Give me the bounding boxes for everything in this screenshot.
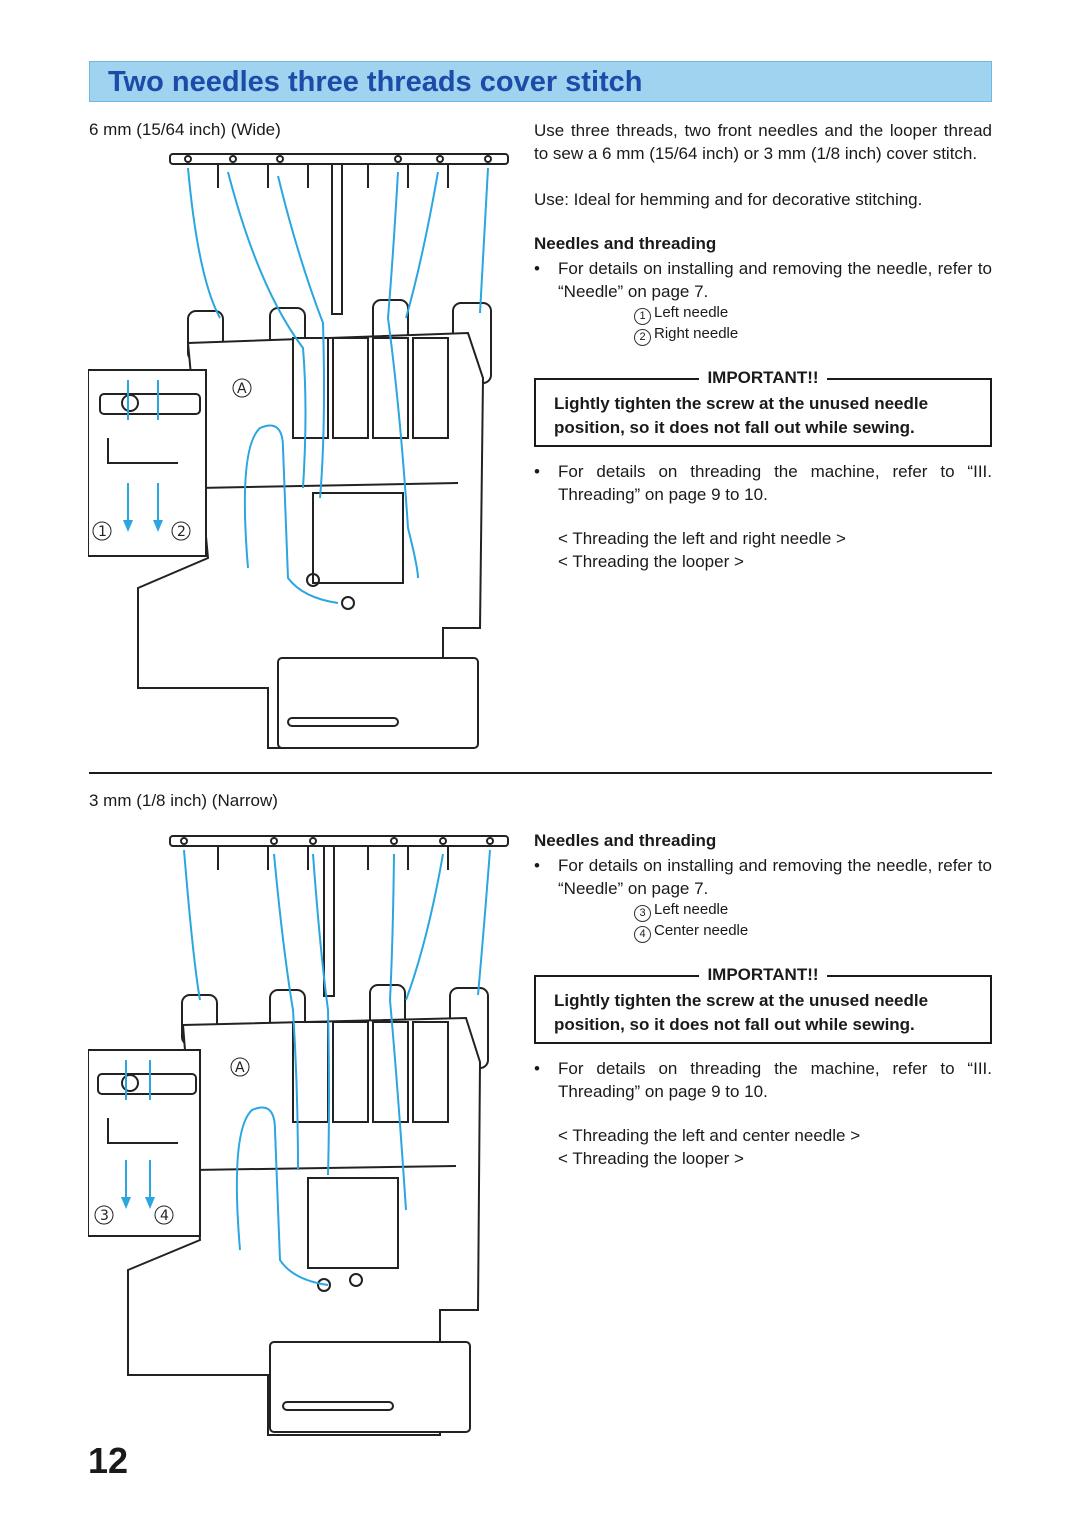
bullet-icon: • [534,856,540,875]
mark-needle-4: 4 [160,1208,169,1224]
use-text: Use: Ideal for hemming and for decorativ… [534,190,923,209]
threading-looper-wide: < Threading the looper > [558,552,744,571]
page-title: Two needles three threads cover stitch [108,66,643,98]
threading-needle-wide: < Threading the left and right needle > [558,529,846,548]
bullet-icon: • [534,1059,540,1078]
mark-a-wide: A [237,381,247,397]
page-number: 12 [88,1440,129,1481]
mark-needle-3: 3 [100,1208,109,1224]
important-text: Lightly tighten the screw at the unused … [554,394,929,437]
title-bar: Two needles three threads cover stitch [89,61,992,102]
wide-caption: 6 mm (15/64 inch) (Wide) [89,120,281,139]
threading-needle-narrow: < Threading the left and center needle > [558,1126,861,1145]
bullet-icon: • [534,259,540,278]
important-label: IMPORTANT!! [699,965,827,984]
important-label: IMPORTANT!! [699,368,827,387]
machine-illustration-wide: A 1 2 [88,153,509,749]
num-circle: 2 [634,329,651,346]
section-heading-narrow: Needles and threading [534,831,717,850]
threading-looper-narrow: < Threading the looper > [558,1149,744,1168]
num-circle: 3 [634,905,651,922]
important-box-narrow: IMPORTANT!! Lightly tighten the screw at… [534,965,992,1044]
bullet-needle-wide: • For details on installing and removing… [534,259,992,301]
bullet-threading-narrow: • For details on threading the machine, … [534,1059,992,1101]
narrow-caption: 3 mm (1/8 inch) (Narrow) [89,791,278,810]
important-text: Lightly tighten the screw at the unused … [554,991,929,1034]
mark-needle-1: 1 [98,524,107,540]
machine-illustration-narrow: A 3 4 [88,835,509,1436]
mark-a-narrow: A [235,1060,245,1076]
bullet-icon: • [534,462,540,481]
num-circle: 1 [634,308,651,325]
important-box-wide: IMPORTANT!! Lightly tighten the screw at… [534,368,992,447]
bullet-threading-wide: • For details on threading the machine, … [534,462,992,504]
num-circle: 4 [634,926,651,943]
bullet-needle-narrow: • For details on installing and removing… [534,856,992,898]
section-divider [89,772,992,774]
mark-needle-2: 2 [177,524,186,540]
intro-text: Use three threads, two front needles and… [534,121,992,163]
section-heading-wide: Needles and threading [534,234,717,253]
